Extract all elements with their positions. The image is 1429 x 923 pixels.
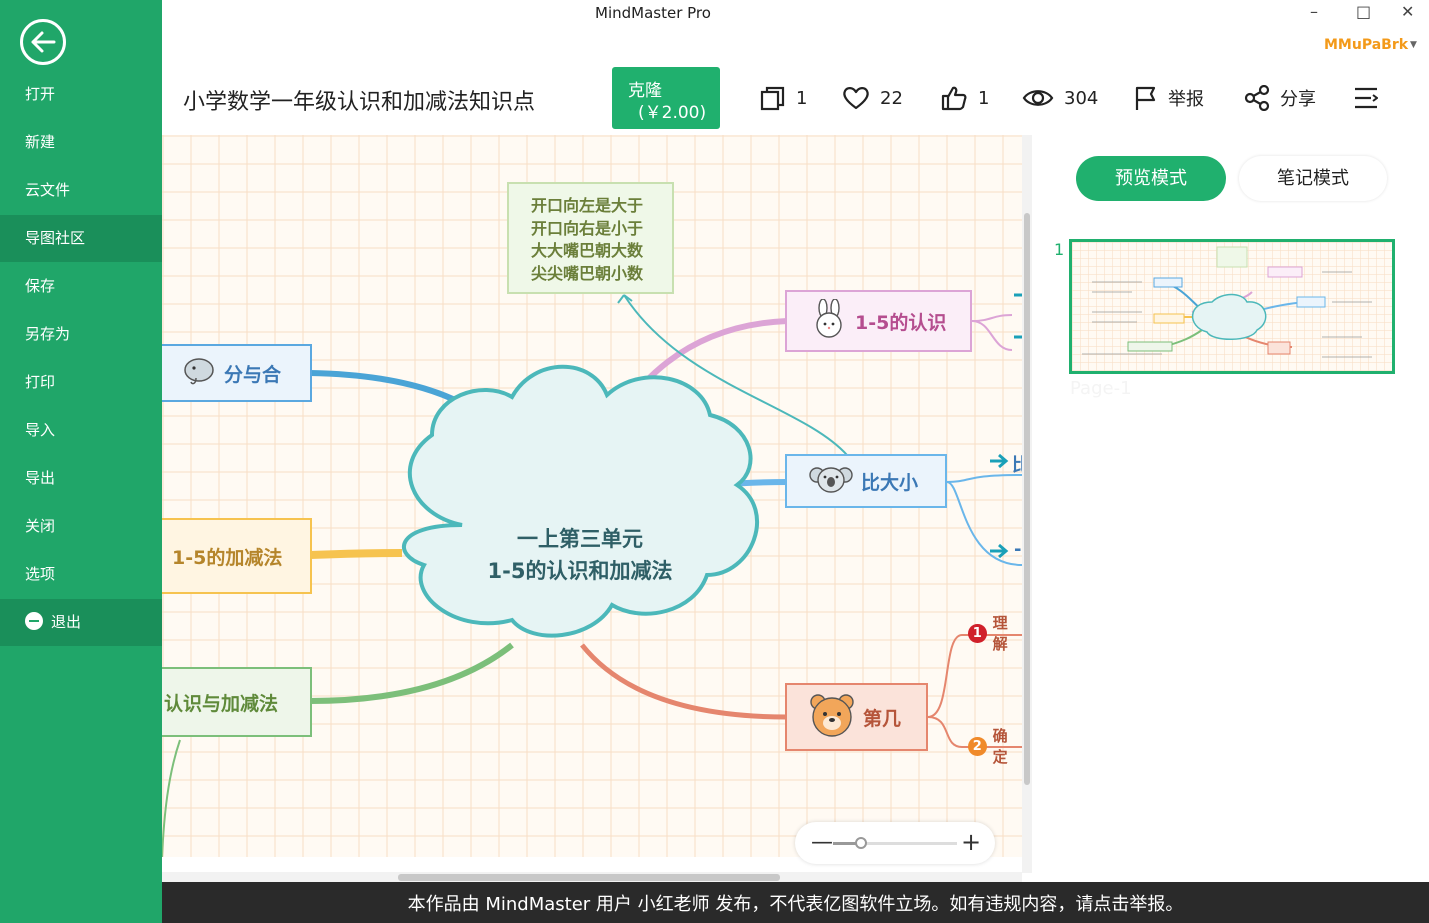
user-name[interactable]: MMuPaBrk <box>1324 37 1409 53</box>
horizontal-scrollbar-thumb[interactable] <box>398 874 780 881</box>
clone-price: (￥2.00) <box>638 103 707 123</box>
node-bidaxiao[interactable]: 比大小 <box>785 454 947 508</box>
thumbs-stat[interactable]: 1 <box>940 83 989 113</box>
sidebar-item-open[interactable]: 打开 <box>25 85 56 103</box>
bear-icon <box>809 693 855 742</box>
pages-stat[interactable]: 1 <box>760 83 807 113</box>
share-label: 分享 <box>1280 89 1316 110</box>
sidebar-item-save-as[interactable]: 另存为 <box>25 325 71 343</box>
center-topic-line2: 1-5的认识和加减法 <box>487 559 673 583</box>
node-bidaxiao-label: 比大小 <box>861 471 919 494</box>
sidebar-item-close[interactable]: 关闭 <box>25 517 56 535</box>
node-renshi-jiajian-label: 认识与加减法 <box>164 692 279 715</box>
subtopic-1[interactable]: 1 理解 <box>968 612 1022 654</box>
node-fenyuhe-label: 分与合 <box>224 363 282 386</box>
sidebar-item-options[interactable]: 选项 <box>25 565 56 583</box>
node-renshi-label: 1-5的认识 <box>855 311 947 334</box>
note-line: 开口向右是小于 <box>531 218 644 238</box>
arrow-subtopic-2[interactable]: - <box>1014 539 1022 560</box>
report-button[interactable]: 举报 <box>1134 83 1204 113</box>
sidebar-item-new[interactable]: 新建 <box>25 133 56 151</box>
document-title: 小学数学一年级认识和加减法知识点 <box>183 90 536 115</box>
thumb-up-icon <box>941 86 967 111</box>
node-fenyuhe[interactable]: 分与合 <box>162 344 312 402</box>
zoom-slider-track[interactable] <box>833 842 957 845</box>
zoom-slider-handle[interactable] <box>855 837 867 849</box>
number-badge-2: 2 <box>968 736 987 756</box>
clone-label: 克隆 <box>628 81 662 101</box>
share-icon <box>1244 85 1270 111</box>
elephant-icon <box>182 356 216 391</box>
exit-icon <box>25 612 43 630</box>
thumbs-count: 1 <box>978 87 990 109</box>
note-line: 尖尖嘴巴朝小数 <box>531 263 644 283</box>
node-renshi[interactable]: 1-5的认识 <box>785 290 972 352</box>
rabbit-icon <box>811 297 847 344</box>
subtopic-2-label: 确定 <box>992 727 1008 766</box>
page-number: 1 <box>1054 240 1065 259</box>
node-jiajianfa[interactable]: 1-5的加减法 <box>162 518 312 594</box>
thumbnail-map <box>1082 246 1372 358</box>
sidebar-item-save[interactable]: 保存 <box>25 277 56 295</box>
note-box[interactable]: 开口向左是大于 开口向右是小于 大大嘴巴朝大数 尖尖嘴巴朝小数 <box>507 182 674 294</box>
koala-icon <box>809 464 853 499</box>
clone-button[interactable]: 克隆 (￥2.00) <box>612 67 720 129</box>
sidebar-item-cloud-files[interactable]: 云文件 <box>25 181 71 199</box>
subtopic-1-label: 理解 <box>992 614 1008 653</box>
back-arrow-icon[interactable] <box>20 19 66 65</box>
center-topic[interactable]: 一上第三单元 1-5的认识和加减法 <box>434 523 726 587</box>
maximize-button[interactable]: □ <box>1356 2 1372 21</box>
note-line: 大大嘴巴朝大数 <box>531 241 644 260</box>
flag-icon <box>1135 86 1156 110</box>
report-label: 举报 <box>1168 89 1204 110</box>
copy-icon <box>760 86 785 111</box>
zoom-in-button[interactable]: + <box>961 828 982 856</box>
sidebar-item-community[interactable]: 导图社区 <box>0 215 162 262</box>
sidebar-item-exit-label: 退出 <box>51 613 82 631</box>
eye-icon <box>1022 90 1054 106</box>
node-diji-label: 第几 <box>863 707 902 730</box>
subtopic-2[interactable]: 2 确定 <box>968 725 1022 767</box>
mindmap-connectors <box>162 293 1022 857</box>
sidebar-item-import[interactable]: 导入 <box>25 421 56 439</box>
node-jiajianfa-label: 1-5的加减法 <box>172 546 283 569</box>
views-stat: 304 <box>1022 83 1098 113</box>
sidebar: 打开 新建 云文件 导图社区 保存 另存为 打印 导入 导出 关闭 选项 退出 <box>0 0 162 923</box>
mindmap-canvas[interactable]: 一上第三单元 1-5的认识和加减法 开口向左是大于 开口向右是小于 大大嘴巴朝大… <box>162 135 1022 857</box>
center-topic-line1: 一上第三单元 <box>517 527 643 551</box>
note-mode-button[interactable]: 笔记模式 <box>1239 156 1387 201</box>
footer-notice[interactable]: 本作品由 MindMaster 用户 小红老师 发布，不代表亿图软件立场。如有违… <box>162 882 1429 923</box>
chevron-down-icon[interactable]: ▼ <box>1410 40 1417 50</box>
menu-icon[interactable] <box>1354 86 1378 110</box>
minimize-button[interactable]: – <box>1310 2 1318 21</box>
likes-count: 22 <box>880 87 903 109</box>
node-diji[interactable]: 第几 <box>785 683 928 751</box>
close-button[interactable]: ✕ <box>1401 2 1415 21</box>
zoom-control: — + <box>795 822 995 864</box>
sidebar-item-exit[interactable]: 退出 <box>0 599 162 646</box>
zoom-slider-fill <box>833 842 861 845</box>
views-count: 304 <box>1064 87 1099 109</box>
heart-icon <box>843 87 869 110</box>
node-renshi-jiajian[interactable]: 认识与加减法 <box>162 667 312 737</box>
note-line: 开口向左是大于 <box>531 196 644 215</box>
number-badge-1: 1 <box>968 623 987 643</box>
arrow-subtopic-1[interactable]: 比 <box>1012 455 1022 476</box>
page-thumbnail[interactable] <box>1069 239 1395 374</box>
sidebar-item-print[interactable]: 打印 <box>25 373 56 391</box>
zoom-out-button[interactable]: — <box>811 830 833 855</box>
sidebar-item-export[interactable]: 导出 <box>25 469 56 487</box>
share-button[interactable]: 分享 <box>1244 83 1316 113</box>
likes-stat[interactable]: 22 <box>842 83 903 113</box>
pages-count: 1 <box>796 87 808 109</box>
preview-mode-button[interactable]: 预览模式 <box>1076 156 1226 201</box>
app-title: MindMaster Pro <box>595 4 711 22</box>
vertical-scrollbar-thumb[interactable] <box>1024 213 1030 785</box>
page-label: Page-1 <box>1070 378 1132 399</box>
